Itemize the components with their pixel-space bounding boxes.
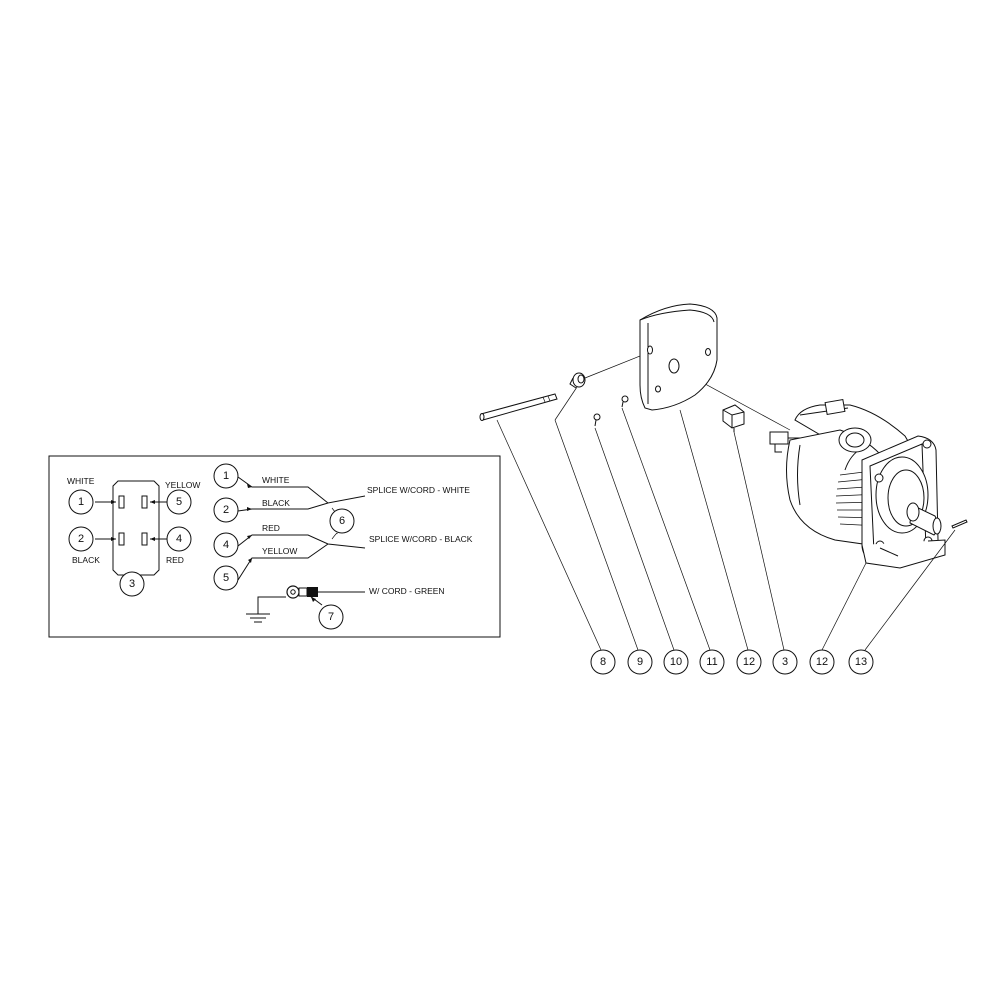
- plug-callout-4: 4: [166, 526, 192, 552]
- splice-label-black: SPLICE W/CORD - BLACK: [369, 534, 473, 544]
- plug-callout-1-text: 1: [78, 496, 84, 508]
- wire-callout-5: 5: [213, 565, 239, 591]
- wire-callout-4-text: 4: [223, 539, 229, 551]
- plug-callout-2: 2: [68, 526, 94, 552]
- callout-9-text: 9: [637, 656, 643, 668]
- wire-callout-2: 2: [213, 497, 239, 523]
- ground-cord-label: W/ CORD - GREEN: [369, 586, 445, 596]
- part-screw-cover: [621, 395, 629, 408]
- plug-callout-1: 1: [68, 489, 94, 515]
- wiring-diagram-border: [48, 455, 501, 638]
- wire-callout-1: 1: [213, 463, 239, 489]
- callout-9: 9: [627, 649, 653, 675]
- wire-callout-2-text: 2: [223, 504, 229, 516]
- callout-11: 11: [699, 649, 725, 675]
- callout-8-text: 8: [600, 656, 606, 668]
- plug-callout-5-text: 5: [176, 496, 182, 508]
- plug-callout-4-text: 4: [176, 533, 182, 545]
- splice-label-white: SPLICE W/CORD - WHITE: [367, 485, 470, 495]
- exploded-view: 8 9 10 11 12 3 12 13: [479, 303, 968, 675]
- callout-12-motor: 12: [809, 649, 835, 675]
- callout-12-motor-text: 12: [816, 656, 828, 668]
- plug-callout-3: 3: [119, 571, 145, 597]
- callout-3-text: 3: [782, 656, 788, 668]
- wire-label-black: BLACK: [262, 498, 290, 508]
- wire-callout-5-text: 5: [223, 572, 229, 584]
- wire-callout-7: 7: [318, 604, 344, 630]
- plug-label-red: RED: [166, 555, 184, 565]
- part-switch-clip: [722, 404, 745, 432]
- part-bushing: [569, 372, 586, 389]
- callout-13: 13: [848, 649, 874, 675]
- ground-symbol: [246, 596, 286, 623]
- callout-13-text: 13: [855, 656, 867, 668]
- plug-label-yellow: YELLOW: [165, 480, 200, 490]
- part-rod: [479, 393, 558, 421]
- callout-12-clip: 12: [736, 649, 762, 675]
- plug-callout-3-text: 3: [129, 578, 135, 590]
- wire-callout-6-text: 6: [339, 515, 345, 527]
- wire-callout-6: 6: [329, 508, 355, 534]
- callout-10-text: 10: [670, 656, 682, 668]
- leader-lines: [496, 386, 956, 651]
- wire-callout-1-text: 1: [223, 470, 229, 482]
- wire-splice-schematic: [237, 476, 366, 581]
- callout-8: 8: [590, 649, 616, 675]
- wire-label-white: WHITE: [262, 475, 290, 485]
- callout-11-text: 11: [706, 656, 717, 668]
- plug-label-black: BLACK: [72, 555, 100, 565]
- part-screw-small: [593, 413, 601, 427]
- plug-callout-2-text: 2: [78, 533, 84, 545]
- wire-callout-4: 4: [213, 532, 239, 558]
- plug-callout-5: 5: [166, 489, 192, 515]
- motor-cooling-fins: [835, 469, 881, 527]
- wire-callout-7-text: 7: [328, 611, 334, 623]
- callout-3: 3: [772, 649, 798, 675]
- wiring-diagram-panel: WHITE YELLOW BLACK RED 1 5 2 4 3: [48, 455, 501, 638]
- callout-10: 10: [663, 649, 689, 675]
- wire-label-red: RED: [262, 523, 280, 533]
- callout-12-clip-text: 12: [743, 656, 755, 668]
- plug-connector: [95, 480, 168, 580]
- ring-terminal: [286, 585, 365, 606]
- part-end-cover: [639, 303, 718, 411]
- part-key-pin: [951, 519, 968, 529]
- part-motor: [769, 398, 946, 569]
- wire-label-yellow: YELLOW: [262, 546, 297, 556]
- plug-label-white: WHITE: [67, 476, 95, 486]
